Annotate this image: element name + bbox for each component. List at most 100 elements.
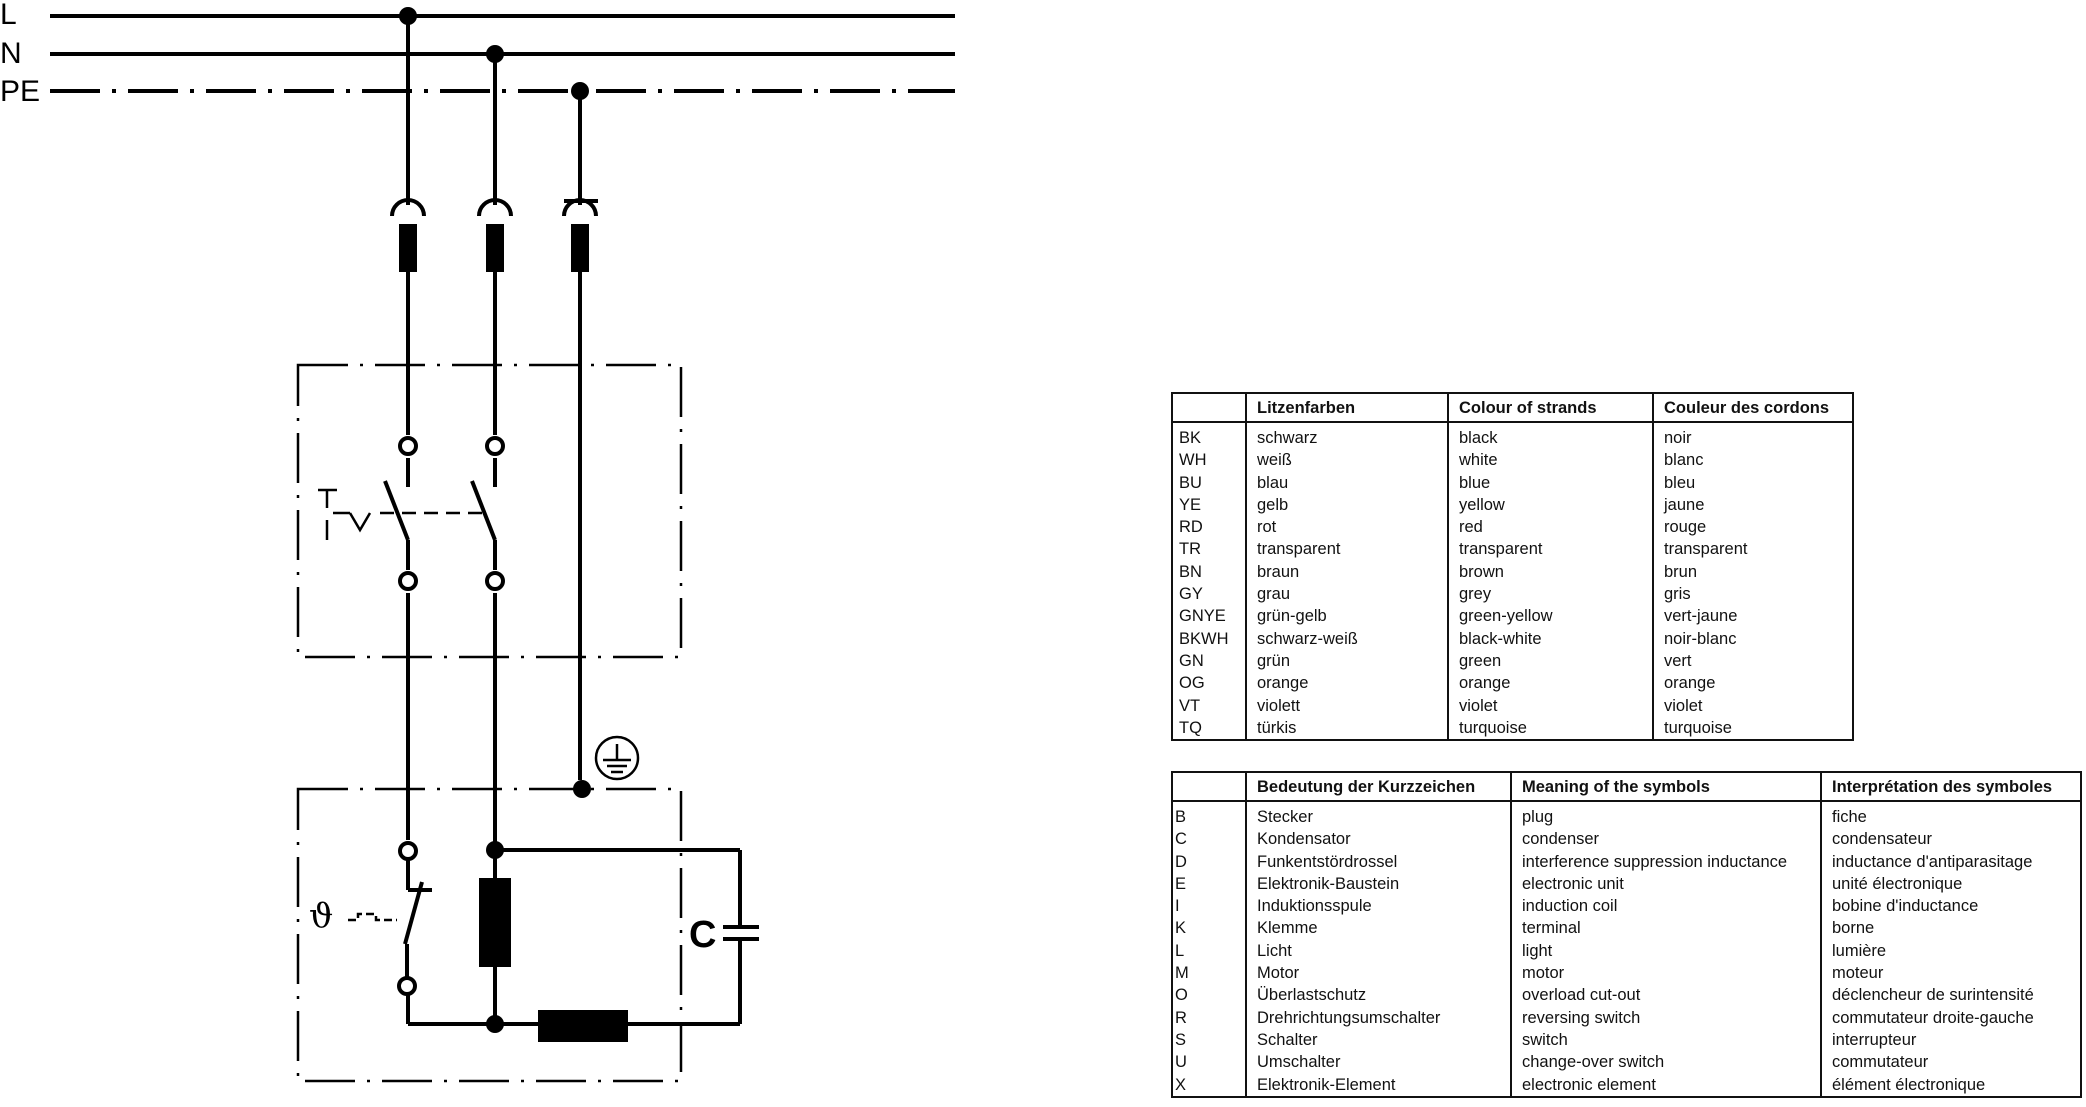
thermal-cutout-blade xyxy=(403,881,424,945)
colour-of-strands-table: Litzenfarben Colour of strands Couleur d… xyxy=(1171,392,1854,742)
capacitor-label: C xyxy=(689,914,717,956)
thermal-symbol-label: ϑ xyxy=(309,896,334,936)
bus-label-l: L xyxy=(0,0,17,31)
switch-contact-icon xyxy=(318,488,483,540)
cell-french: turquoise xyxy=(1652,716,1853,741)
cell-german: grün xyxy=(1245,649,1448,673)
cell-code: I xyxy=(1175,897,1180,916)
cell-french: déclencheur de surintensité xyxy=(1820,984,2081,1007)
cell-english: blue xyxy=(1447,471,1653,494)
cell-french: transparent xyxy=(1652,538,1853,561)
cell-french: élément électronique xyxy=(1820,1073,2081,1097)
cell-french: brun xyxy=(1652,560,1853,584)
cell-french: vert xyxy=(1652,649,1853,673)
terminal-icon xyxy=(398,841,418,861)
cell-german: orange xyxy=(1245,672,1448,695)
cell-german: Drehrichtungsumschalter xyxy=(1245,1006,1511,1029)
cell-code: YE xyxy=(1179,495,1202,514)
thermal-cutout-icon xyxy=(348,912,397,922)
cell-code: BN xyxy=(1179,562,1202,581)
cell-german: blau xyxy=(1245,471,1448,494)
cell-french: lumière xyxy=(1820,939,2081,963)
cell-english: overload cut-out xyxy=(1510,984,1821,1007)
cell-code: O xyxy=(1175,986,1188,1005)
cell-english: red xyxy=(1447,516,1653,539)
plug-pin-icon xyxy=(399,224,589,272)
column-header-french: Interprétation des symboles xyxy=(1820,772,2081,802)
cell-code: VT xyxy=(1179,696,1201,715)
cell-german: weiß xyxy=(1245,449,1448,472)
cell-french: vert-jaune xyxy=(1652,605,1853,628)
cell-code: L xyxy=(1175,941,1185,960)
cell-german: türkis xyxy=(1245,716,1448,741)
cell-code: M xyxy=(1175,964,1189,983)
cell-code: D xyxy=(1175,852,1187,871)
cell-english: interference suppression inductance xyxy=(1510,850,1821,873)
cell-english: turquoise xyxy=(1447,716,1653,741)
cell-code: TQ xyxy=(1179,718,1202,737)
cell-german: grau xyxy=(1245,583,1448,606)
protective-earth-icon xyxy=(594,735,640,781)
cell-english: black-white xyxy=(1447,627,1653,650)
bus-label-pe: PE xyxy=(0,75,41,108)
cell-french: gris xyxy=(1652,583,1853,606)
cell-english: violet xyxy=(1447,694,1653,717)
cell-code: U xyxy=(1175,1053,1187,1072)
cell-english: yellow xyxy=(1447,493,1653,517)
cell-german: Motor xyxy=(1245,962,1511,985)
cell-english: condenser xyxy=(1510,828,1821,851)
cell-german: Überlastschutz xyxy=(1245,984,1511,1007)
cell-english: grey xyxy=(1447,583,1653,606)
schematic-drawing xyxy=(50,7,955,1083)
cell-code: R xyxy=(1175,1008,1187,1027)
cell-english: black xyxy=(1447,422,1653,450)
cell-german: gelb xyxy=(1245,493,1448,517)
cell-french: orange xyxy=(1652,672,1853,695)
cell-english: green-yellow xyxy=(1447,605,1653,628)
cell-english: plug xyxy=(1510,801,1821,829)
cell-code: C xyxy=(1175,830,1187,849)
column-header-code xyxy=(1172,393,1246,423)
junction-dot-n xyxy=(486,45,504,63)
cell-french: noir-blanc xyxy=(1652,627,1853,650)
bus-label-n: N xyxy=(0,37,22,70)
switch-blade-1 xyxy=(383,480,410,541)
cell-english: change-over switch xyxy=(1510,1051,1821,1074)
cell-german: Elektronik-Baustein xyxy=(1245,872,1511,896)
cell-french: commutateur xyxy=(1820,1051,2081,1074)
cell-german: schwarz-weiß xyxy=(1245,627,1448,650)
junction-dot xyxy=(486,841,504,859)
cell-french: bleu xyxy=(1652,471,1853,494)
cell-french: commutateur droite-gauche xyxy=(1820,1006,2081,1029)
cell-german: rot xyxy=(1245,516,1448,539)
cell-german: Umschalter xyxy=(1245,1051,1511,1074)
cell-french: inductance d'antiparasitage xyxy=(1820,850,2081,873)
cell-code: WH xyxy=(1179,451,1207,470)
junction-dot-pe xyxy=(571,82,589,100)
cell-german: schwarz xyxy=(1245,422,1448,450)
cell-english: terminal xyxy=(1510,917,1821,940)
column-header-german: Bedeutung der Kurzzeichen xyxy=(1245,772,1511,802)
cell-code: GNYE xyxy=(1179,607,1226,626)
column-header-german: Litzenfarben xyxy=(1245,393,1448,423)
cell-french: bobine d'inductance xyxy=(1820,895,2081,918)
socket-icon xyxy=(390,198,598,217)
cell-german: braun xyxy=(1245,560,1448,584)
cell-english: switch xyxy=(1510,1028,1821,1052)
